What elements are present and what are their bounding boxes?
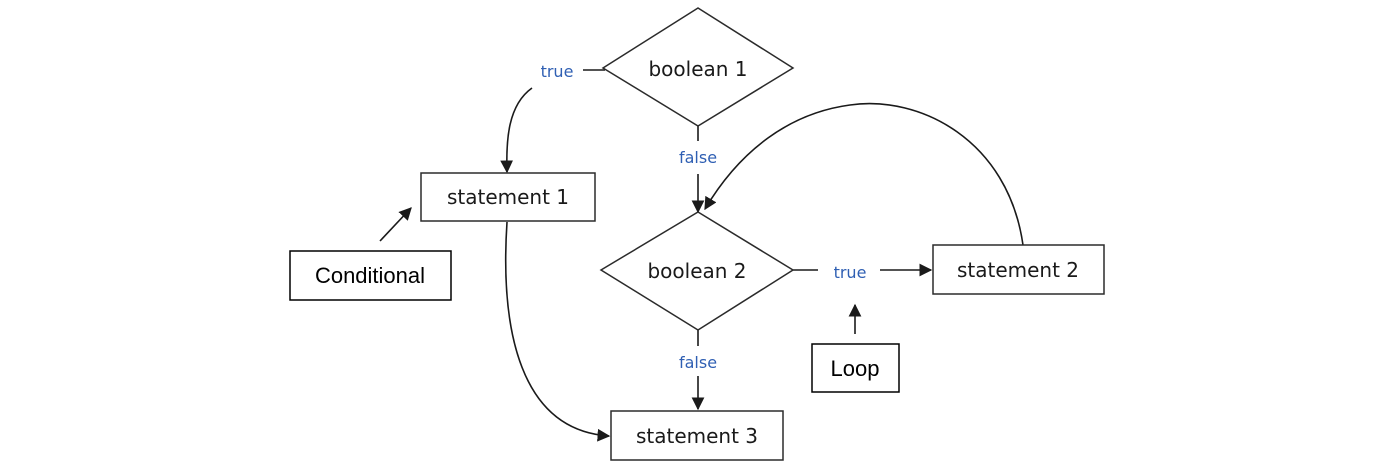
- annotation-loop: Loop: [811, 343, 900, 393]
- edge-label-boolean1-false: false: [679, 148, 717, 167]
- edge-label-boolean1-true: true: [541, 62, 574, 81]
- process-statement-1-label: statement 1: [447, 185, 569, 209]
- edge-label-boolean2-true: true: [834, 263, 867, 282]
- process-statement-3-label: statement 3: [636, 424, 758, 448]
- process-statement-2-label: statement 2: [957, 258, 1079, 282]
- edge-statement2-loop-back: [704, 102, 1024, 246]
- process-statement-1: statement 1: [420, 172, 596, 222]
- annotation-conditional-label: Conditional: [315, 263, 425, 288]
- process-statement-3: statement 3: [610, 410, 784, 461]
- edge-label-boolean2-false: false: [679, 353, 717, 372]
- edge-statement1-to-statement3: [504, 221, 611, 442]
- edge-boolean1-true-to-statement1: [500, 87, 533, 174]
- decision-boolean-2-label: boolean 2: [647, 259, 746, 283]
- decision-boolean-2: boolean 2: [599, 211, 795, 331]
- annotation-loop-label: Loop: [831, 356, 880, 381]
- annotation-conditional: Conditional: [289, 250, 452, 301]
- process-statement-2: statement 2: [932, 244, 1105, 295]
- decision-boolean-1-label: boolean 1: [648, 57, 747, 81]
- conditional-pointer-arrow: [379, 207, 412, 242]
- decision-boolean-1: boolean 1: [601, 7, 795, 127]
